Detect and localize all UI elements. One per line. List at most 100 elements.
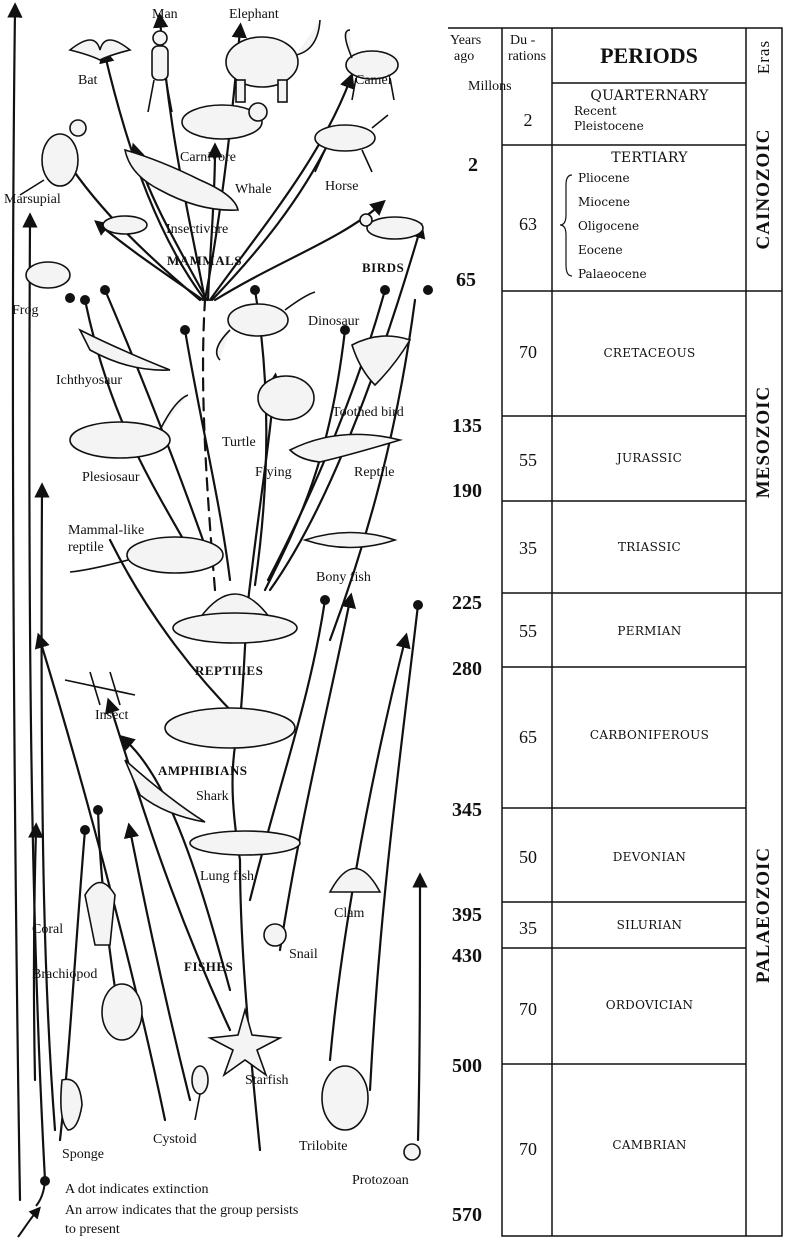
years-mark: 135 xyxy=(452,416,482,436)
starfish-icon xyxy=(210,1010,280,1075)
years-mark: 345 xyxy=(452,800,482,820)
tree-drawing xyxy=(0,0,446,1246)
label-bat: Bat xyxy=(78,73,97,88)
bird-icon xyxy=(360,214,423,239)
years-mark: 430 xyxy=(452,946,482,966)
label-man: Man xyxy=(152,7,178,22)
period-permian: PERMIAN xyxy=(552,624,747,638)
turtle-icon xyxy=(258,376,314,420)
period-silurian: SILURIAN xyxy=(552,918,747,932)
years-mark: 395 xyxy=(452,905,482,925)
label-sponge: Sponge xyxy=(62,1147,104,1162)
label-insect: Insect xyxy=(95,708,128,723)
sponge-icon xyxy=(61,1079,82,1130)
label-snail: Snail xyxy=(289,947,318,962)
label-starfish: Starfish xyxy=(245,1073,289,1088)
duration-cell: 70 xyxy=(504,342,552,363)
dinosaur-icon xyxy=(217,292,315,360)
legend-arrow-text-2: to present xyxy=(65,1222,120,1238)
era-palaeozoic: PALAEOZOIC xyxy=(746,593,782,1236)
group-reptiles: REPTILES xyxy=(195,663,263,678)
insectivore-icon xyxy=(103,216,147,234)
duration-cell: 35 xyxy=(504,918,552,939)
label-flying: Flying xyxy=(255,465,292,480)
lineage-cystoid xyxy=(130,830,190,1100)
period-ordovician: ORDOVICIAN xyxy=(552,998,747,1012)
label-coral: Coral xyxy=(32,922,63,937)
label-bony-fish: Bony fish xyxy=(316,570,371,585)
header-durations-1: Du - xyxy=(510,34,535,48)
horse-icon xyxy=(315,115,388,172)
lineage-fish-main xyxy=(240,860,260,1150)
period-tertiary: TERTIARY xyxy=(552,150,747,166)
label-carnivore: Carnivore xyxy=(180,150,236,165)
lungfish-icon xyxy=(190,831,300,855)
label-mammal-like-2: reptile xyxy=(68,540,104,555)
group-mammals: MAMMALS xyxy=(167,253,242,268)
toothed-bird-icon xyxy=(352,336,410,385)
label-toothed-bird: Toothed bird xyxy=(332,405,404,420)
epoch-palaeocene: Palaeocene xyxy=(578,266,647,282)
pterosaur-icon xyxy=(290,434,400,462)
lineage-marsupial xyxy=(13,10,20,1200)
label-clam: Clam xyxy=(334,906,364,921)
trilobite-icon xyxy=(322,1066,368,1130)
frog-icon xyxy=(26,262,70,288)
label-plesiosaur: Plesiosaur xyxy=(82,470,140,485)
lineage-protozoan xyxy=(418,880,420,1140)
bat-icon xyxy=(70,40,130,60)
lineage-clam xyxy=(330,640,405,1060)
period-jurassic: JURASSIC xyxy=(552,451,747,465)
epoch-pleistocene: Pleistocene xyxy=(574,118,644,134)
legend-dot-text: A dot indicates extinction xyxy=(65,1182,208,1198)
label-horse: Horse xyxy=(325,179,358,194)
label-dinosaur: Dinosaur xyxy=(308,314,359,329)
dimetrodon-icon xyxy=(173,594,297,643)
label-whale: Whale xyxy=(235,182,272,197)
duration-cell: 35 xyxy=(504,538,552,559)
label-marsupial: Marsupial xyxy=(4,192,61,207)
duration-cell: 55 xyxy=(504,450,552,471)
label-shark: Shark xyxy=(196,789,229,804)
carnivore-icon xyxy=(182,103,267,139)
duration-cell: 70 xyxy=(504,1139,552,1160)
years-mark: 2 xyxy=(468,155,478,175)
period-cretaceous: CRETACEOUS xyxy=(552,346,747,360)
group-amphibians: AMPHIBIANS xyxy=(158,763,248,778)
header-years: Years xyxy=(450,34,481,48)
epoch-recent: Recent xyxy=(574,103,617,119)
label-trilobite: Trilobite xyxy=(299,1139,348,1154)
label-turtle: Turtle xyxy=(222,435,256,450)
lineage-trilobite xyxy=(370,605,418,1090)
era-cainozoic: CAINOZOIC xyxy=(746,86,782,291)
epoch-miocene: Miocene xyxy=(578,194,630,210)
duration-cell: 63 xyxy=(504,214,552,235)
period-carboniferous: CARBONIFEROUS xyxy=(552,728,747,742)
brachiopod-icon xyxy=(102,984,142,1040)
period-triassic: TRIASSIC xyxy=(552,540,747,554)
label-frog: Frog xyxy=(12,303,38,318)
lineage-sponge xyxy=(42,490,55,1130)
label-insectivore: Insectivore xyxy=(166,222,228,237)
years-mark: 280 xyxy=(452,659,482,679)
header-durations-2: rations xyxy=(508,50,546,64)
duration-cell: 65 xyxy=(504,727,552,748)
years-mark: 225 xyxy=(452,593,482,613)
label-camel: Camel xyxy=(355,73,392,88)
label-elephant: Elephant xyxy=(229,7,279,22)
epoch-oligocene: Oligocene xyxy=(578,218,639,234)
duration-cell: 2 xyxy=(504,110,552,131)
lineage-flying xyxy=(265,330,345,590)
era-mesozoic: MESOZOIC xyxy=(746,291,782,593)
years-mark: 570 xyxy=(452,1205,482,1225)
evolution-tree: Man Elephant Bat Camel Carnivore Marsupi… xyxy=(0,0,446,1246)
header-ago: ago xyxy=(454,50,474,64)
label-mammal-like-1: Mammal-like xyxy=(68,523,144,538)
amphibian-icon xyxy=(165,708,295,748)
label-lung-fish: Lung fish xyxy=(200,869,254,884)
kangaroo-icon xyxy=(20,120,86,195)
clam-icon xyxy=(330,869,380,893)
bony-fish-icon xyxy=(305,533,395,548)
years-mark: 65 xyxy=(456,270,476,290)
header-eras: Eras xyxy=(746,28,782,86)
